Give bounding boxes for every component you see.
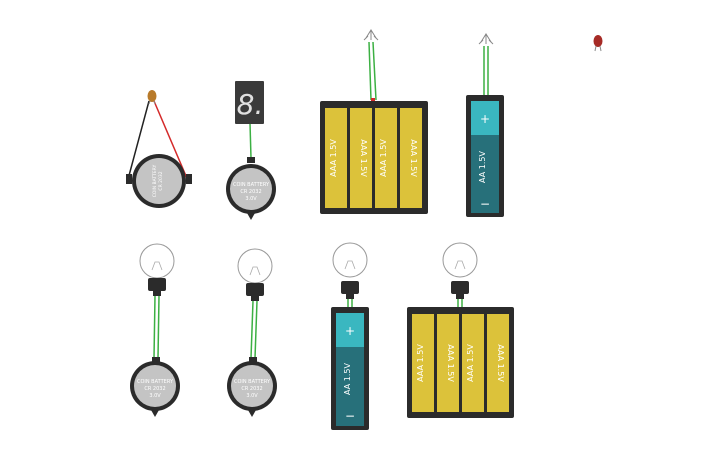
aaa-label: AAA 1.5V [329,139,338,177]
coin-label-1: COIN BATTERY [137,379,174,385]
minus-sign: − [480,197,490,211]
wire-green[interactable] [368,41,372,101]
coin-battery-icon[interactable]: COIN BATTERY CR 2032 3.0V [227,357,277,417]
aaa-label: AAA 1.5V [496,344,505,382]
battery-pack-icon[interactable]: AAA 1.5V AAA 1.5V AAA 1.5V AAA 1.5V [320,101,428,214]
led-icon[interactable] [363,29,379,41]
plus-sign: + [480,112,490,126]
led-icon[interactable] [147,90,157,105]
bulb-coin-circuit[interactable]: COIN BATTERY CR 2032 3.0V [130,243,180,417]
bulb-icon[interactable] [442,242,478,299]
coin-battery-icon[interactable]: COIN BATTERY CR 2032 3.0V [130,357,180,417]
coin-label-1: COIN BATTERY [152,165,158,198]
wire-green[interactable] [250,300,254,359]
aaa-label: AAA 1.5V [416,344,425,382]
coin-label-3: 3.0V [246,393,258,399]
wire-green[interactable] [157,295,160,359]
wire-green[interactable] [372,41,377,101]
coin-label-1: COIN BATTERY [234,379,271,385]
wire-green[interactable] [249,122,252,159]
coin-label-2: CR 2032 [240,189,261,195]
led-icon[interactable] [478,33,494,45]
coin-battery-icon[interactable]: COIN BATTERY CR 2032 [126,154,192,208]
wire-green[interactable] [254,300,258,359]
bulb-icon[interactable] [237,248,273,301]
aa-label: AA 1.5V [343,363,352,395]
wire-green[interactable] [153,295,156,359]
aaa-label: AAA 1.5V [409,139,418,177]
bulb-coin-circuit[interactable]: COIN BATTERY CR 2032 3.0V [227,248,277,417]
bulb-aaa-pack-circuit[interactable]: AAA 1.5V AAA 1.5V AAA 1.5V AAA 1.5V [407,242,514,418]
led-aaa-pack-circuit[interactable]: AAA 1.5V AAA 1.5V AAA 1.5V AAA 1.5V [320,29,428,214]
aaa-label: AAA 1.5V [466,344,475,382]
minus-sign: − [345,409,355,423]
aaa-label: AAA 1.5V [446,344,455,382]
coin-label-1: COIN BATTERY [233,182,270,188]
coin-battery-icon[interactable]: COIN BATTERY CR 2032 3.0V [226,157,276,220]
led-icon[interactable] [593,35,603,52]
seven-segment-coin-circuit[interactable]: 8. COIN BATTERY CR 2032 3.0V [226,81,276,220]
coin-label-3: 3.0V [149,393,161,399]
coin-label-2: CR 2032 [144,386,165,392]
aaa-label: AAA 1.5V [379,139,388,177]
bulb-icon[interactable] [332,242,368,299]
plus-sign: + [345,324,355,338]
battery-pack-icon[interactable]: + AA 1.5V − [331,307,369,430]
coin-label-2: CR 2032 [158,171,164,190]
bulb-aa-circuit[interactable]: + AA 1.5V − [331,242,369,430]
coin-label-2: CR 2032 [241,386,262,392]
wire-black[interactable] [126,100,150,184]
aa-label: AA 1.5V [478,151,487,183]
coin-label-3: 3.0V [245,196,257,202]
aaa-label: AAA 1.5V [359,139,368,177]
seven-seg-digit: 8. [237,88,264,121]
seven-segment-icon[interactable]: 8. [235,81,264,124]
battery-pack-icon[interactable]: AAA 1.5V AAA 1.5V AAA 1.5V AAA 1.5V [407,307,514,418]
led-aa-circuit[interactable]: + AA 1.5V − [466,33,504,217]
led-coin-battery-circuit[interactable]: COIN BATTERY CR 2032 [126,90,192,208]
battery-pack-icon[interactable]: + AA 1.5V − [466,95,504,217]
bulb-icon[interactable] [139,243,175,296]
